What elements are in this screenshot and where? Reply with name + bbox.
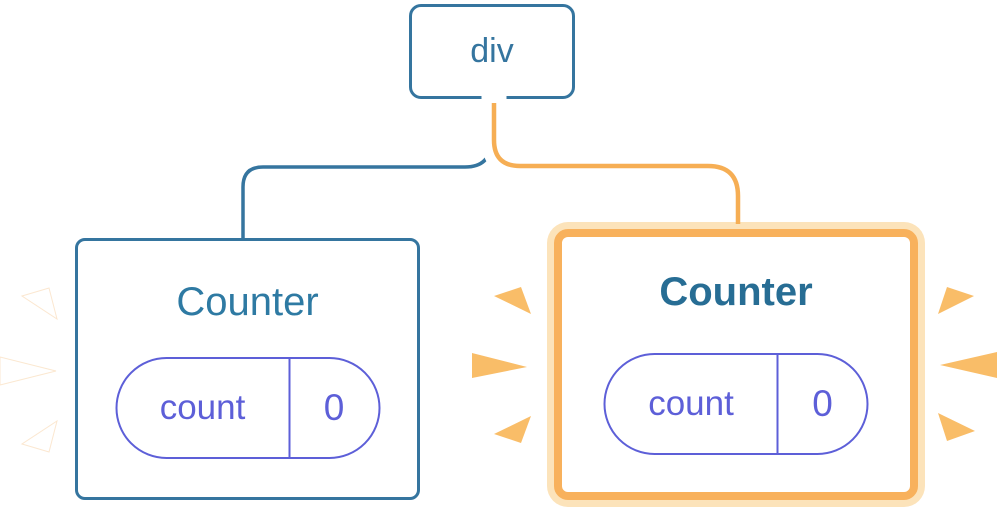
state-key-label: count [648,384,734,423]
burst-ray [20,419,58,453]
root-node: div [409,4,575,99]
edge-root-to-right-counter-casing [481,90,751,214]
burst-ray [494,287,531,314]
state-value: 0 [288,359,378,457]
burst-ray [938,413,975,441]
burst-ray [938,287,974,314]
burst-ray [0,356,57,386]
state-pill: count 0 [603,353,869,455]
state-key-label: count [159,388,246,427]
counter-title: Counter [176,280,319,324]
right-counter-card: Counter count 0 [554,229,918,500]
state-pill: count 0 [115,357,380,459]
burst-ray [940,352,997,378]
burst-ray [20,287,58,321]
burst-right-counter-left [472,287,531,443]
burst-ray [472,353,527,378]
edge-root-to-right-counter [491,103,741,224]
burst-ray [494,416,531,443]
state-value: 0 [776,355,867,453]
edge-root-to-left-counter [241,98,493,240]
burst-right-counter-right [938,287,997,441]
burst-left-counter [0,287,58,453]
root-node-label: div [470,32,514,70]
left-counter-card: Counter count 0 [75,238,420,500]
counter-title: Counter [659,270,813,314]
